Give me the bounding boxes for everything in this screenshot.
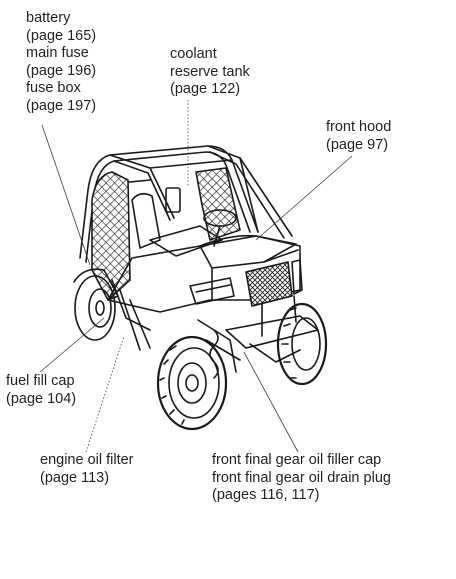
callout-battery-line-5: fuse box (26, 80, 81, 96)
callout-battery-line-6: (page 197) (26, 97, 97, 114)
callout-front-final-gear: front final gear oil filler cap front fi… (212, 452, 391, 505)
leader-engine-oil-filter (85, 335, 125, 453)
roll-cage (79, 145, 293, 263)
callout-fuel-line-2: (page 104) (6, 390, 77, 407)
callout-battery-line-4: (page 196) (26, 62, 97, 79)
front-grille (245, 261, 293, 307)
leader-battery (41, 124, 91, 266)
callout-oil-filter-line-2: (page 113) (40, 469, 110, 486)
callout-fuel-fill-cap: fuel fill cap (page 104) (6, 373, 76, 408)
callout-battery-line-2: (page 165) (26, 27, 97, 44)
leader-front-final-gear (243, 351, 299, 453)
callout-coolant: coolant reserve tank (page 122) (170, 46, 250, 99)
rear-fender (73, 268, 119, 301)
callout-oil-filter-line-1: engine oil filter (40, 452, 134, 468)
callout-battery-line-1: battery (26, 10, 71, 26)
right-seat-net (195, 167, 241, 241)
front-left-wheel (156, 335, 228, 431)
callout-final-gear-line-3: (pages 116, 117) (212, 487, 320, 503)
callout-battery: battery (page 165) main fuse (page 196) … (26, 10, 96, 115)
left-headlight (189, 277, 235, 305)
right-headlight (291, 259, 303, 295)
front-suspension (197, 319, 301, 373)
front-right-wheel (276, 302, 328, 386)
callout-coolant-line-3: (page 122) (170, 81, 241, 97)
callout-hood-line-2: (page 97) (326, 136, 389, 153)
callout-fuel-line-1: fuel fill cap (6, 373, 75, 389)
callout-final-gear-line-2: front final gear oil drain plug (212, 469, 391, 486)
leader-fuel-fill-cap (39, 317, 105, 373)
seat-cushion (149, 225, 223, 257)
seat-back (131, 192, 161, 249)
callout-final-gear-line-1: front final gear oil filler cap (212, 452, 382, 468)
coolant-tank (165, 187, 181, 213)
callout-coolant-line-1: coolant (170, 46, 217, 62)
leader-lines (39, 100, 353, 453)
callout-battery-line-3: main fuse (26, 45, 89, 61)
callout-front-hood: front hood (page 97) (326, 119, 391, 154)
callout-engine-oil-filter: engine oil filter (page 113) (40, 452, 134, 487)
leader-front-hood (255, 155, 353, 241)
callout-hood-line-1: front hood (326, 119, 392, 135)
callout-coolant-line-2: reserve tank (170, 63, 250, 80)
front-bumper (225, 315, 319, 349)
front-hood (199, 234, 297, 269)
left-seat-net (91, 171, 131, 301)
rear-wheel (74, 275, 116, 341)
